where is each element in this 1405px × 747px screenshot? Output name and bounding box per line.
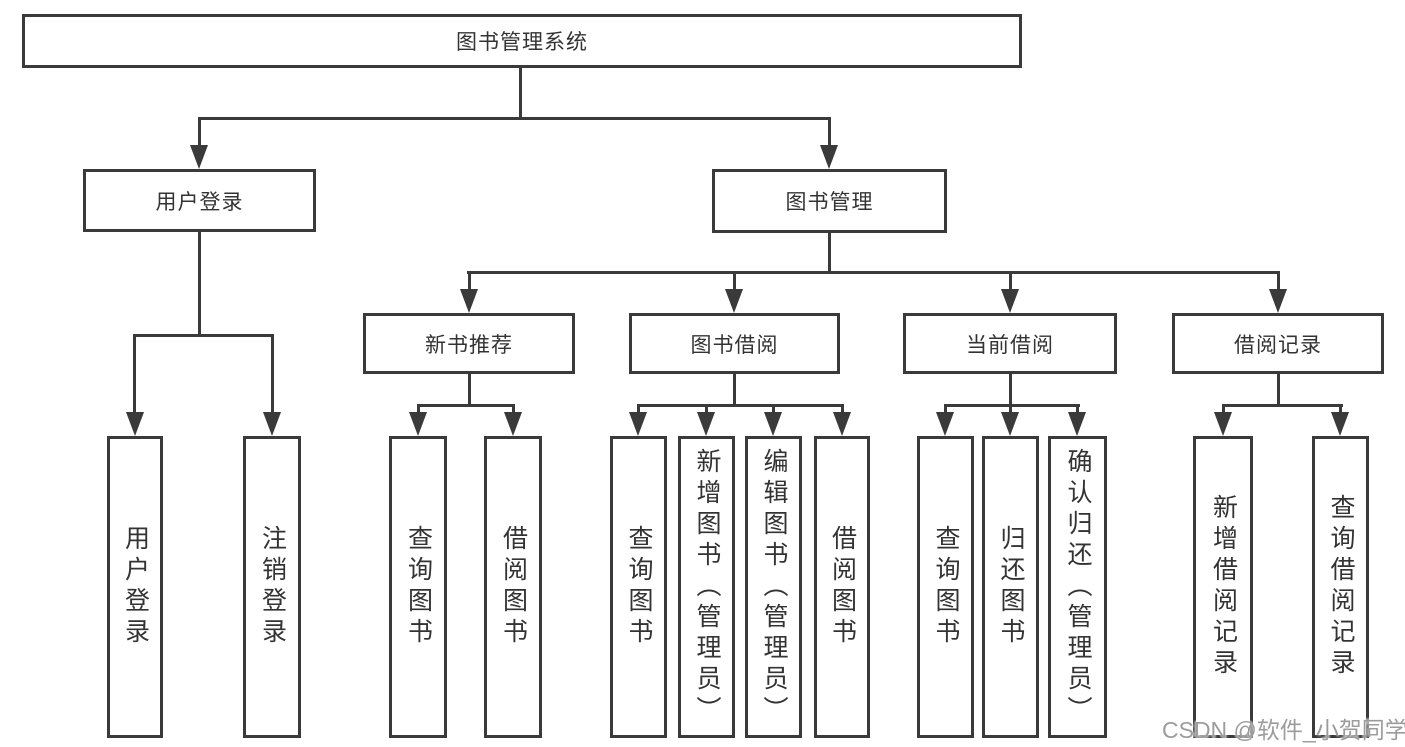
- node-label: 用户登录: [155, 190, 244, 214]
- node-label: 借阅记录: [1234, 333, 1322, 357]
- leaf-label: 查询图书: [404, 525, 433, 649]
- connector-root-left-drop: [198, 117, 201, 151]
- arrow-down-icon: [126, 412, 144, 436]
- connector-book-mgmt-drop: [733, 271, 736, 293]
- connector-current-drop: [1009, 404, 1012, 416]
- connector-current-rail: [944, 404, 1080, 407]
- connector-borrowing-drop: [841, 404, 844, 416]
- leaf-logout: 注销登录: [243, 436, 301, 738]
- connector-new-book-rail: [417, 404, 515, 407]
- node-current-borrowing: 当前借阅: [903, 313, 1117, 374]
- leaf-label: 归还图书: [997, 525, 1025, 649]
- arrow-down-icon: [697, 412, 715, 436]
- node-new-book-recommend: 新书推荐: [363, 313, 575, 374]
- connector-current-stem: [1009, 374, 1012, 407]
- connector-borrowing-stem: [733, 374, 736, 407]
- connector-new-book-drop: [512, 404, 515, 416]
- leaf-add-book-admin: 新增图书（管理员）: [678, 436, 735, 738]
- arrow-down-icon: [1001, 412, 1019, 436]
- connector-borrowing-rail: [637, 404, 844, 407]
- connector-book-mgmt-drop: [1009, 271, 1012, 293]
- connector-book-mgmt-rail: [467, 271, 1280, 274]
- arrow-down-icon: [460, 289, 478, 313]
- arrow-down-icon: [629, 412, 647, 436]
- node-label: 新书推荐: [425, 333, 513, 357]
- leaf-label: 新增借阅记录: [1209, 494, 1238, 680]
- connector-root-stem: [519, 68, 522, 119]
- arrow-down-icon: [504, 412, 522, 436]
- connector-book-mgmt-drop: [468, 271, 471, 293]
- node-label: 图书管理系统: [456, 31, 588, 54]
- leaf-borrow-book-recommend: 借阅图书: [484, 436, 542, 738]
- leaf-label: 新增图书（管理员）: [693, 447, 721, 727]
- leaf-label: 借阅图书: [828, 525, 857, 649]
- connector-book-mgmt-stem: [828, 233, 831, 274]
- connector-records-stem: [1277, 374, 1280, 407]
- leaf-label: 用户登录: [121, 525, 150, 649]
- arrow-down-icon: [1331, 412, 1349, 436]
- leaf-borrow-book-borrowing: 借阅图书: [814, 436, 870, 738]
- leaf-query-borrow-record: 查询借阅记录: [1312, 436, 1369, 738]
- connector-records-drop: [1339, 404, 1342, 416]
- leaf-query-book-recommend: 查询图书: [389, 436, 447, 738]
- leaf-user-login: 用户登录: [107, 436, 163, 738]
- arrow-down-icon: [725, 289, 743, 313]
- connector-user-login-stem: [198, 232, 201, 337]
- connector-records-rail: [1222, 404, 1343, 407]
- leaf-edit-book-admin: 编辑图书（管理员）: [745, 436, 802, 738]
- arrow-down-icon: [190, 145, 208, 169]
- leaf-label: 编辑图书（管理员）: [760, 447, 788, 727]
- connector-borrowing-drop: [637, 404, 640, 416]
- node-user-login: 用户登录: [83, 169, 316, 232]
- connector-root-rail: [198, 117, 831, 120]
- node-borrow-records: 借阅记录: [1172, 313, 1384, 374]
- leaf-label: 借阅图书: [499, 525, 528, 649]
- arrow-down-icon: [1269, 289, 1287, 313]
- leaf-label: 查询图书: [932, 525, 960, 649]
- leaf-add-borrow-record: 新增借阅记录: [1193, 436, 1253, 738]
- watermark: CSDN @软件_小贺同学: [1162, 717, 1405, 743]
- connector-user-login-rail: [133, 334, 274, 337]
- node-book-borrowing: 图书借阅: [629, 313, 840, 374]
- connector-new-book-drop: [417, 404, 420, 416]
- leaf-confirm-return-admin: 确认归还（管理员）: [1048, 436, 1107, 738]
- leaf-query-book-borrowing: 查询图书: [610, 436, 667, 738]
- leaf-label: 注销登录: [258, 525, 287, 649]
- arrow-down-icon: [1068, 412, 1086, 436]
- arrow-down-icon: [764, 412, 782, 436]
- arrow-down-icon: [409, 412, 427, 436]
- connector-book-mgmt-drop: [1277, 271, 1280, 293]
- connector-records-drop: [1222, 404, 1225, 416]
- connector-user-login-drop: [271, 334, 274, 416]
- leaf-return-book: 归还图书: [982, 436, 1039, 738]
- connector-root-right-drop: [828, 117, 831, 151]
- arrow-down-icon: [820, 145, 838, 169]
- arrow-down-icon: [1001, 289, 1019, 313]
- node-label: 当前借阅: [966, 333, 1054, 357]
- connector-current-drop: [1076, 404, 1079, 416]
- node-label: 图书借阅: [690, 333, 779, 357]
- arrow-down-icon: [1214, 412, 1232, 436]
- leaf-label: 确认归还（管理员）: [1064, 447, 1092, 727]
- connector-borrowing-drop: [705, 404, 708, 416]
- arrow-down-icon: [263, 412, 281, 436]
- node-book-management: 图书管理: [712, 169, 947, 233]
- connector-borrowing-drop: [772, 404, 775, 416]
- leaf-label: 查询图书: [625, 525, 653, 649]
- arrow-down-icon: [936, 412, 954, 436]
- arrow-down-icon: [833, 412, 851, 436]
- leaf-query-book-current: 查询图书: [917, 436, 974, 738]
- node-library-management-system: 图书管理系统: [22, 14, 1022, 68]
- node-label: 图书管理: [785, 191, 874, 214]
- connector-new-book-stem: [468, 374, 471, 407]
- connector-user-login-drop: [133, 334, 136, 416]
- connector-current-drop: [944, 404, 947, 416]
- leaf-label: 查询借阅记录: [1327, 494, 1355, 680]
